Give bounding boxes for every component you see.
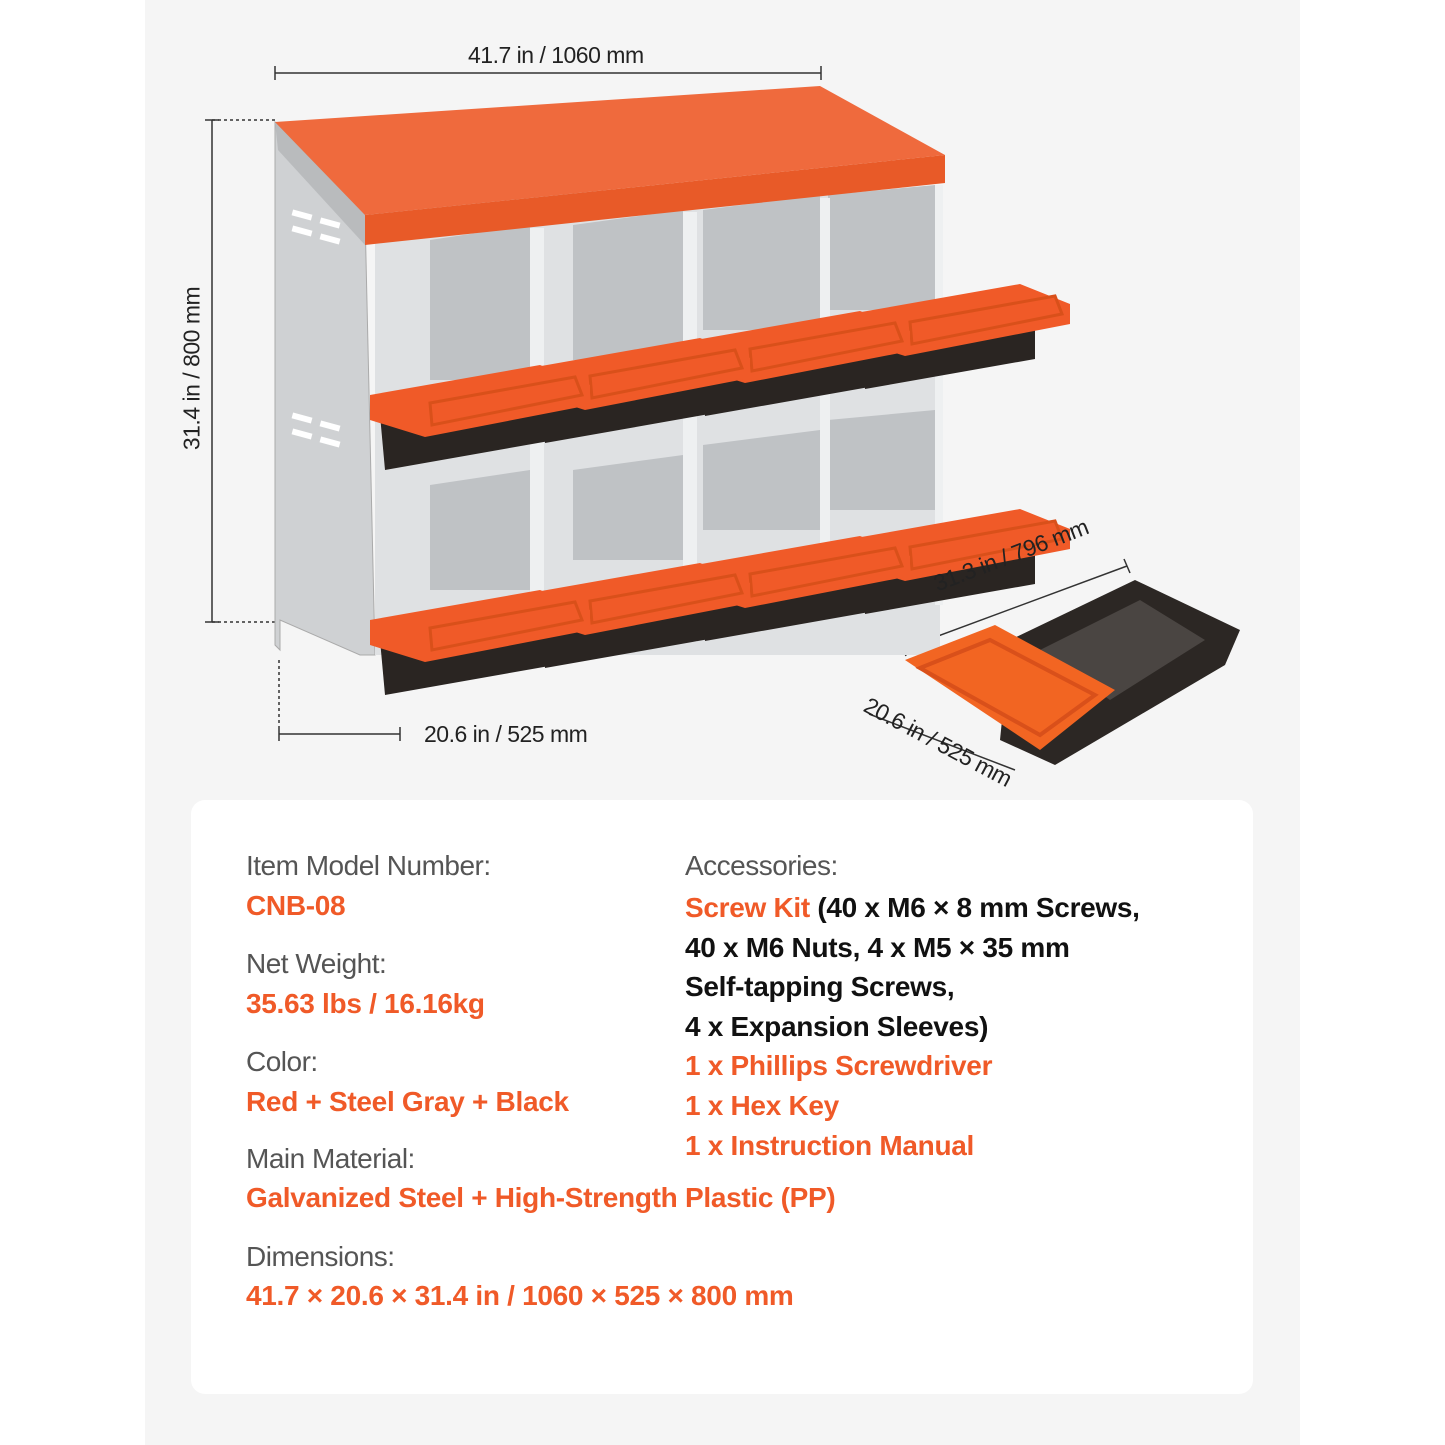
accessory-item: 1 x Instruction Manual [685, 1129, 974, 1161]
material-value: Galvanized Steel + High-Strength Plastic… [246, 1182, 836, 1213]
nest-tray [370, 590, 590, 695]
weight-label: Net Weight: [246, 948, 387, 979]
weight-value: 35.63 lbs / 16.16kg [246, 988, 485, 1019]
accessory-item: 1 x Phillips Screwdriver [685, 1050, 993, 1082]
material-label: Main Material: [246, 1143, 415, 1174]
screw-kit-detail: 4 x Expansion Sleeves) [685, 1010, 989, 1042]
color-label: Color: [246, 1046, 318, 1077]
depth-dimension: 20.6 in / 525 mm [424, 721, 588, 747]
screw-kit-detail: 40 x M6 Nuts, 4 x M5 × 35 mm [685, 931, 1070, 963]
screw-kit-detail: (40 x M6 × 8 mm Screws, [809, 892, 1140, 923]
model-label: Item Model Number: [246, 850, 491, 881]
roof [275, 86, 945, 215]
side-panel [274, 120, 376, 656]
accessories-list: Screw Kit (40 x M6 × 8 mm Screws, 40 x M… [685, 888, 1140, 1165]
accessory-item: 1 x Hex Key [685, 1089, 839, 1121]
width-dimension: 41.7 in / 1060 mm [468, 42, 644, 68]
model-value: CNB-08 [246, 890, 346, 921]
spec-card: Item Model Number: CNB-08 Net Weight: 35… [191, 800, 1253, 1394]
dimension-lines [205, 66, 1131, 771]
product-illustration [205, 66, 1240, 771]
detached-tray [905, 580, 1240, 765]
nest-trays [370, 284, 1070, 695]
vent-slots [291, 209, 341, 448]
dimensions-label: Dimensions: [246, 1241, 395, 1272]
color-value: Red + Steel Gray + Black [246, 1086, 569, 1117]
nest-tray [370, 365, 590, 470]
screw-kit-detail: Self-tapping Screws, [685, 971, 955, 1003]
dimensions-value: 41.7 × 20.6 × 31.4 in / 1060 × 525 × 800… [246, 1280, 794, 1311]
screw-kit-title: Screw Kit [685, 892, 810, 923]
accessories-label: Accessories: [685, 850, 838, 881]
height-dimension: 31.4 in / 800 mm [178, 286, 205, 451]
